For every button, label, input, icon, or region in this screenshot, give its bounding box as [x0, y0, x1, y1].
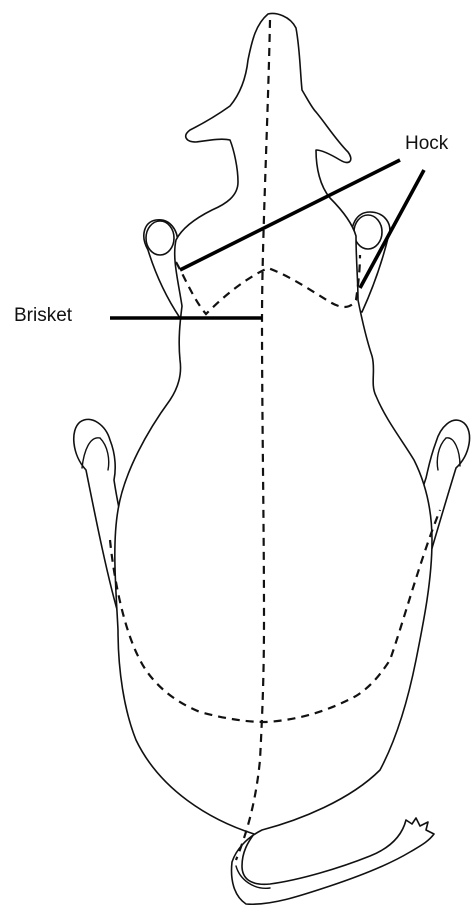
- hock-label: Hock: [405, 133, 448, 155]
- brisket-label: Brisket: [14, 305, 72, 327]
- pelt-outline: [115, 14, 434, 905]
